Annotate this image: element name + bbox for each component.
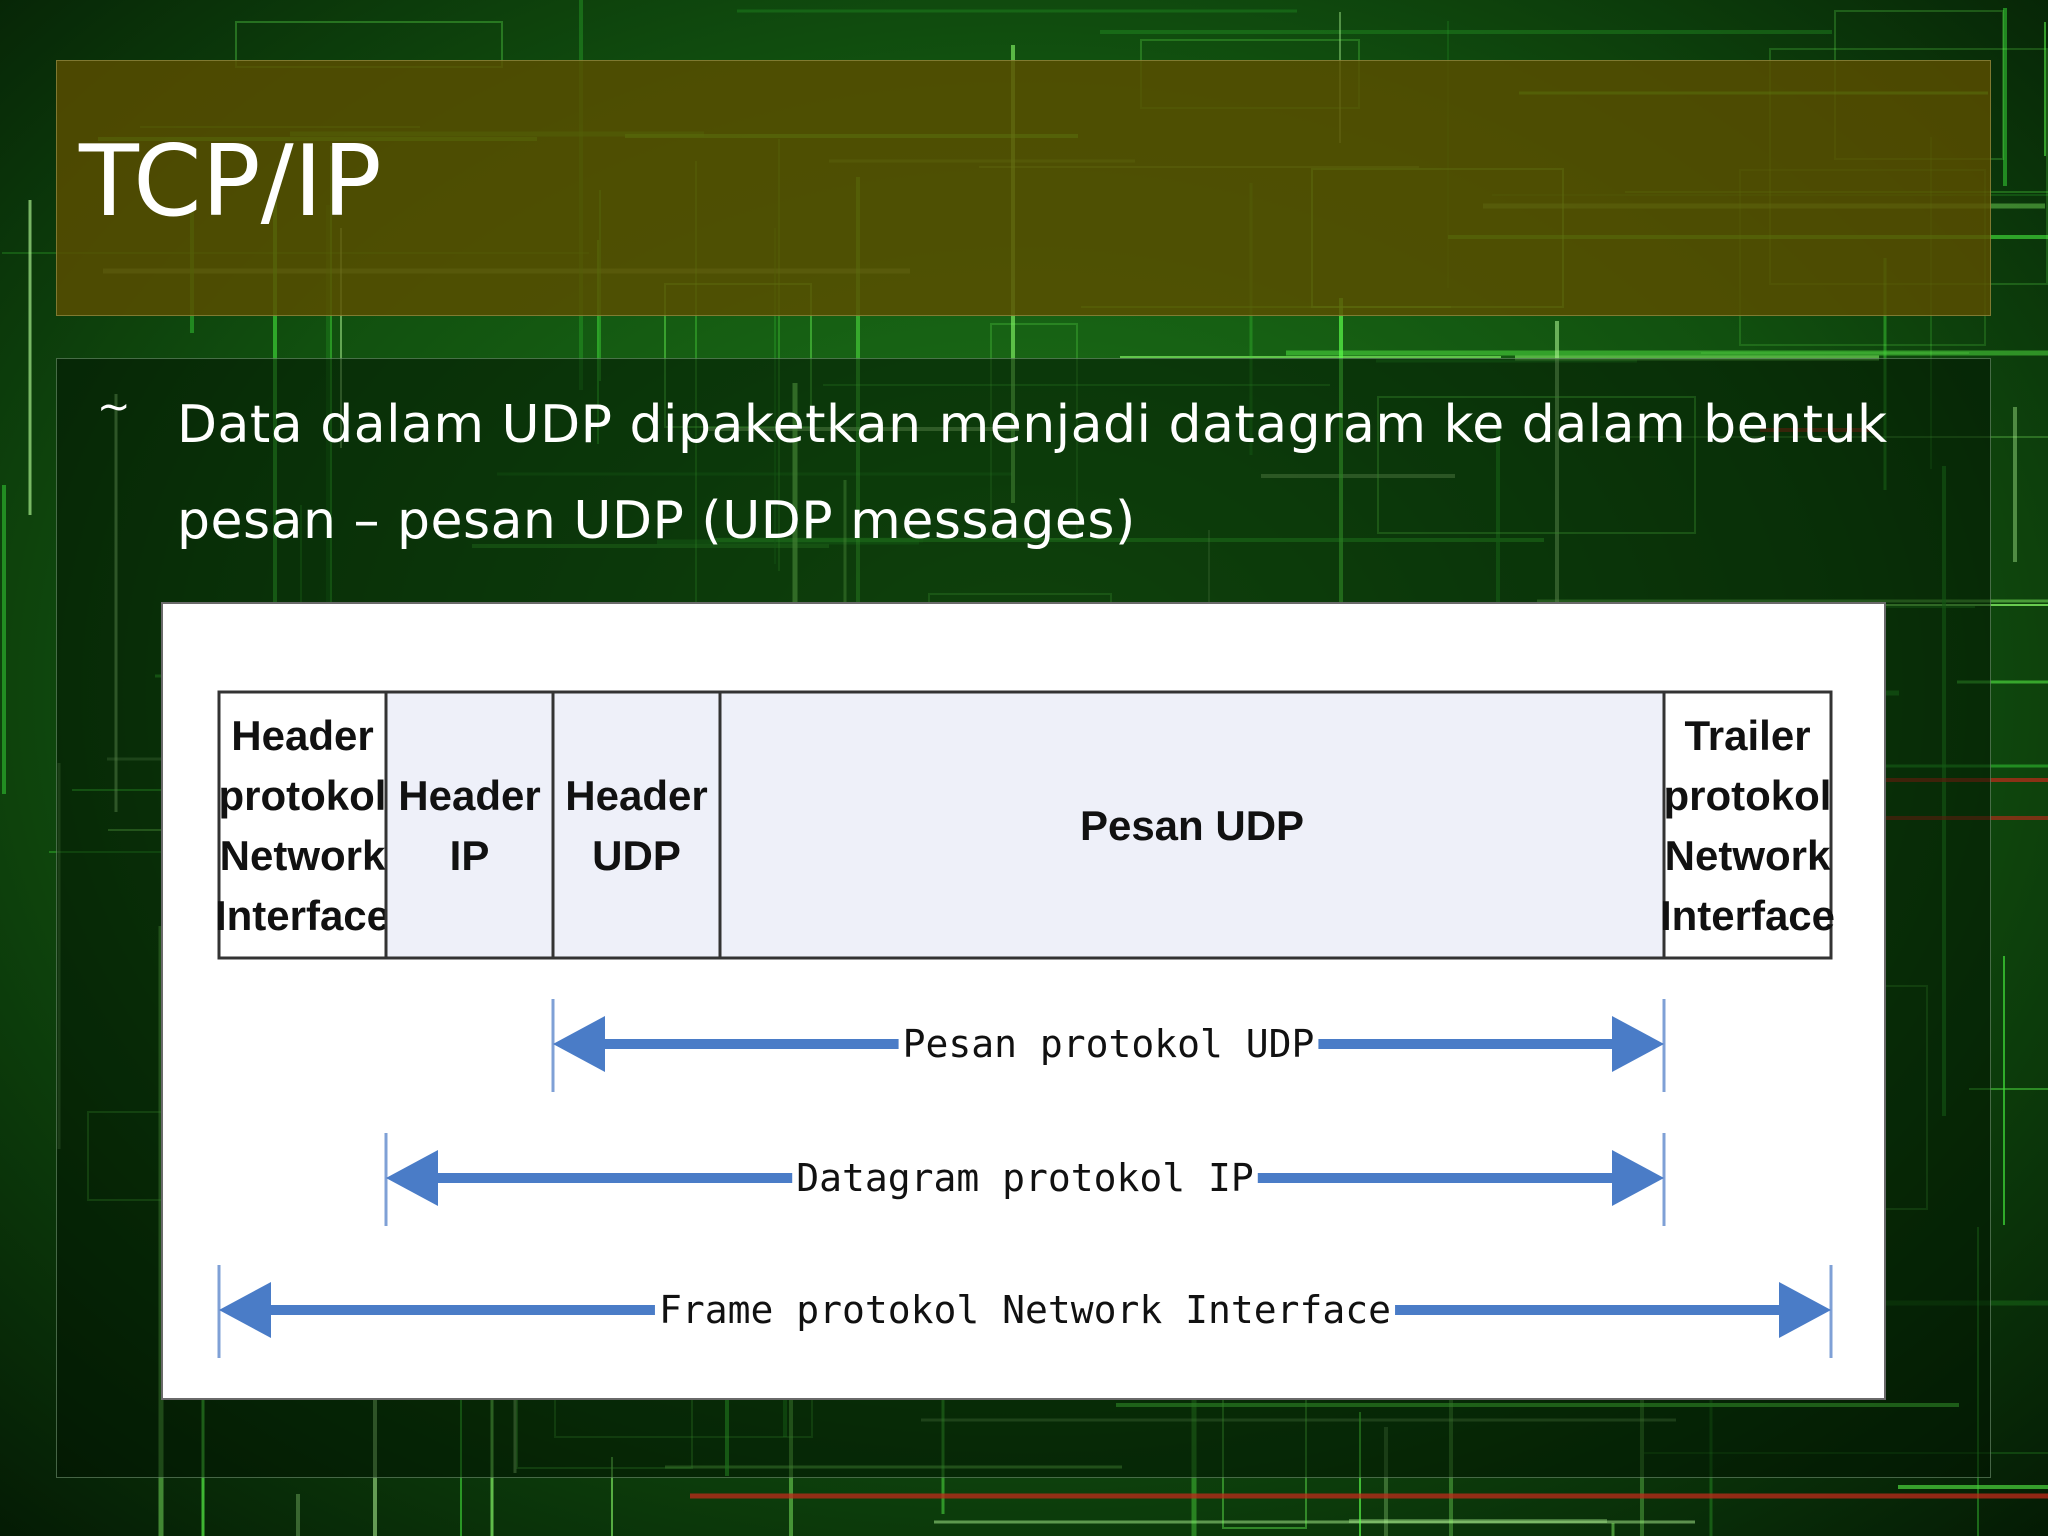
frame-cell-label: Header (565, 772, 707, 819)
span-label: Pesan protokol UDP (903, 1022, 1315, 1066)
frame-cell-label: Network (1665, 832, 1831, 879)
arrowhead-left (386, 1150, 438, 1206)
arrowhead-right (1779, 1282, 1831, 1338)
frame-cell-box (718, 690, 1666, 960)
title-band: TCP/IP (56, 60, 1991, 316)
span-label-background (898, 1032, 1319, 1056)
span-label-background (654, 1298, 1396, 1322)
frame-cell-box (217, 690, 388, 960)
frame-cell-label: Interface (215, 892, 390, 939)
arrowhead-right (1612, 1150, 1664, 1206)
span-network-interface-frame: Frame protokol Network Interface (217, 1265, 1833, 1358)
slide-title: TCP/IP (79, 125, 382, 239)
span-label: Datagram protokol IP (796, 1156, 1254, 1200)
frame-cell-label: Header (398, 772, 540, 819)
frame-cell-label: Interface (1660, 892, 1835, 939)
frame-cell-label: Trailer (1684, 712, 1810, 759)
diagram-canvas: HeaderprotokolNetworkInterfaceHeaderIPHe… (215, 690, 1835, 1358)
cell-udp-message: Pesan UDP (718, 690, 1666, 960)
frame-cell-box (1662, 690, 1833, 960)
arrowhead-left (219, 1282, 271, 1338)
arrowhead-right (1612, 1016, 1664, 1072)
frame-cell-label: Network (220, 832, 386, 879)
frame-cell-box (551, 690, 722, 960)
arrowhead-left (553, 1016, 605, 1072)
frame-cell-label: protokol (1664, 772, 1832, 819)
bullet-text: Data dalam UDP dipaketkan menjadi datagr… (177, 395, 1888, 551)
frame-cell-label: UDP (592, 832, 681, 879)
span-ip-datagram: Datagram protokol IP (384, 1133, 1666, 1226)
span-label-background (792, 1166, 1258, 1190)
frame-cell-label: Header (231, 712, 373, 759)
frame-cell-box (384, 690, 555, 960)
frame-cell-label: protokol (219, 772, 387, 819)
span-udp-message: Pesan protokol UDP (551, 999, 1666, 1092)
span-label: Frame protokol Network Interface (659, 1288, 1391, 1332)
bullet-marker: ~ (97, 384, 131, 430)
frame-cell-label: Pesan UDP (1080, 802, 1304, 849)
frame-cell-label: IP (450, 832, 490, 879)
